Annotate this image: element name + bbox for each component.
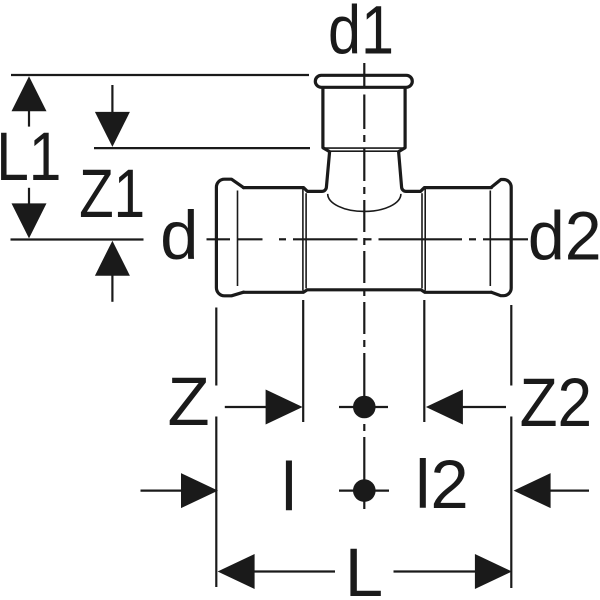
svg-text:L1: L1 <box>0 118 61 196</box>
svg-text:Z1: Z1 <box>79 156 145 233</box>
svg-text:l2: l2 <box>415 446 469 523</box>
svg-text:d2: d2 <box>528 198 600 275</box>
svg-text:Z: Z <box>168 363 210 440</box>
svg-text:L: L <box>345 534 383 600</box>
svg-text:l: l <box>281 449 296 526</box>
svg-text:d1: d1 <box>328 0 394 68</box>
svg-text:Z2: Z2 <box>520 364 592 441</box>
svg-text:d: d <box>160 197 198 274</box>
